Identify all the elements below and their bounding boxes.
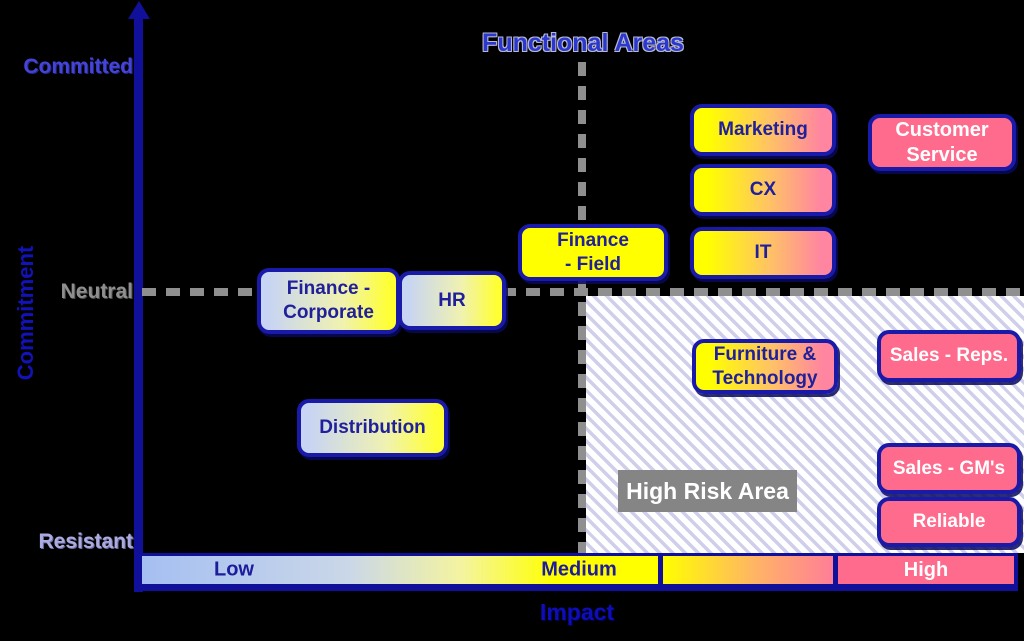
box-distribution: Distribution <box>297 399 448 457</box>
x-axis-label: Impact <box>539 599 615 625</box>
y-tick-neutral: Neutral <box>60 280 133 303</box>
box-label: Sales - Reps. <box>889 345 1009 367</box>
box-label: Customer Service <box>895 118 989 166</box>
box-label: Marketing <box>718 119 808 141</box>
box-label: HR <box>438 289 466 311</box>
box-label: IT <box>754 242 772 264</box>
box-label: Finance - Field <box>557 229 629 275</box>
high-risk-area-label: High Risk Area <box>618 470 797 512</box>
y-axis-line <box>134 16 143 592</box>
impact-medium-label: Medium <box>541 558 617 581</box>
impact-low-label: Low <box>214 558 254 581</box>
box-label: Distribution <box>319 417 426 439</box>
impact-segment-high: High <box>838 556 1014 584</box>
y-tick-committed: Committed <box>23 55 133 78</box>
impact-segment-low-medium: Low Medium <box>142 556 658 584</box>
box-marketing: Marketing <box>690 104 836 156</box>
box-sales-gms: Sales - GM's <box>877 443 1021 494</box>
box-label: Reliable <box>912 511 986 533</box>
box-sales-reps: Sales - Reps. <box>877 330 1021 382</box>
box-label: Sales - GM's <box>892 457 1006 479</box>
box-hr: HR <box>398 271 506 330</box>
y-axis-arrow-icon <box>128 1 150 19</box>
chart-title: Functional Areas <box>482 29 684 57</box>
box-label: CX <box>749 179 777 201</box>
box-reliable: Reliable <box>877 497 1021 547</box>
box-furniture-technology: Furniture & Technology <box>692 339 838 394</box>
impact-segment-gradient <box>663 556 833 584</box>
impact-high-label: High <box>903 558 949 581</box>
vertical-dashed-guide <box>578 62 586 554</box>
high-risk-area-text: High Risk Area <box>626 477 789 504</box>
y-axis-label: Commitment <box>13 245 38 381</box>
box-it: IT <box>690 227 836 279</box>
impact-scale-bar: Low Medium High <box>138 553 1018 591</box>
y-tick-resistant: Resistant <box>38 530 133 553</box>
box-label: Finance - Corporate <box>283 278 374 323</box>
box-customer-service: Customer Service <box>868 114 1016 171</box>
box-cx: CX <box>690 164 836 216</box>
box-finance-field: Finance - Field <box>518 224 668 281</box>
box-label: Furniture & Technology <box>712 343 818 389</box>
box-finance-corporate: Finance - Corporate <box>257 268 400 334</box>
